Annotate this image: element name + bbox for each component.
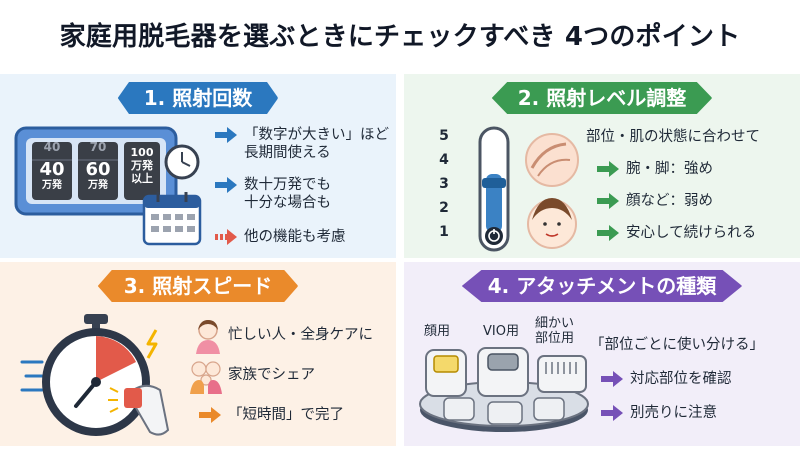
power-level-point-3: 安心して続けられる — [596, 224, 756, 242]
speed-point-2: 家族でシェア — [228, 367, 315, 383]
flip-counter-illustration — [12, 120, 212, 254]
attachments-point-2: 別売りに注意 — [600, 404, 717, 422]
arrow-right-icon — [597, 161, 619, 177]
arrow-right-icon — [215, 127, 237, 143]
lightning-icon — [146, 329, 158, 359]
speed-point-1: 忙しい人・全身ケアに — [228, 327, 373, 343]
attachments-subheading: 「部位ごとに使い分ける」 — [590, 337, 764, 353]
attachments-point-1: 対応部位を確認 — [600, 370, 732, 388]
stopwatch-illustration — [20, 310, 190, 442]
shot-count-point-2: 数十万発でも十分な場合も — [214, 176, 331, 212]
family-icon — [188, 358, 224, 394]
level-label-5: 5 — [439, 128, 449, 144]
panel-power-level: 2. 照射レベル調整 5 4 3 2 1 部位・肌の状態に合わせて 腕・脚：強め — [404, 74, 800, 258]
fine-area-attachment-icon — [537, 355, 587, 393]
level-scale: 5 4 3 2 1 — [434, 124, 454, 244]
panel-3-heading: 3. 照射スピード — [97, 270, 299, 302]
level-slider-illustration — [434, 124, 584, 254]
arrow-right-icon — [215, 177, 237, 193]
panel-4-heading: 4. アタッチメントの種類 — [461, 270, 743, 302]
power-level-subheading: 部位・肌の状態に合わせて — [586, 129, 760, 145]
level-label-4: 4 — [439, 152, 449, 168]
fine-area-attachment-label: 細かい 部位用 — [535, 316, 575, 346]
power-level-point-2: 顔など：弱め — [596, 192, 713, 210]
attachments-illustration — [414, 344, 594, 442]
counter-card-60: 60 万発 — [85, 159, 111, 192]
striped-arrow-icon — [215, 229, 237, 245]
panel-speed: 3. 照射スピード — [0, 262, 396, 446]
counter-card-40-top: 40 — [43, 140, 61, 154]
panel-2-heading: 2. 照射レベル調整 — [491, 82, 713, 114]
busy-woman-icon — [192, 318, 224, 354]
panel-shot-count: 1. 照射回数 — [0, 74, 396, 258]
counter-card-70-top: 70 — [89, 140, 107, 154]
vio-attachment-label: VIO用 — [483, 324, 519, 339]
arrow-right-icon — [601, 371, 623, 387]
shot-count-point-3: 他の機能も考慮 — [214, 228, 346, 246]
level-label-1: 1 — [439, 224, 449, 240]
arrow-right-icon — [597, 225, 619, 241]
arrow-right-icon — [597, 193, 619, 209]
power-level-point-1: 腕・脚：強め — [596, 160, 713, 178]
panel-attachments: 4. アタッチメントの種類 顔用 VIO用 細かい 部位用 — [404, 262, 800, 446]
arrow-right-icon — [199, 407, 221, 423]
shot-count-point-1: 「数字が大きい」ほど長期間使える — [214, 126, 389, 162]
level-label-3: 3 — [439, 176, 449, 192]
arrow-right-icon — [601, 405, 623, 421]
face-attachment-label: 顔用 — [424, 324, 451, 339]
level-label-2: 2 — [439, 200, 449, 216]
counter-card-40: 40 万発 — [39, 159, 65, 192]
speed-point-3: 「短時間」で完了 — [198, 406, 344, 424]
panel-1-heading: 1. 照射回数 — [117, 82, 279, 114]
arm-skin-icon — [525, 133, 579, 187]
page-title: 家庭用脱毛器を選ぶときにチェックすべき 4つのポイント — [59, 22, 741, 52]
counter-card-100: 100 万発 以上 — [130, 146, 154, 185]
